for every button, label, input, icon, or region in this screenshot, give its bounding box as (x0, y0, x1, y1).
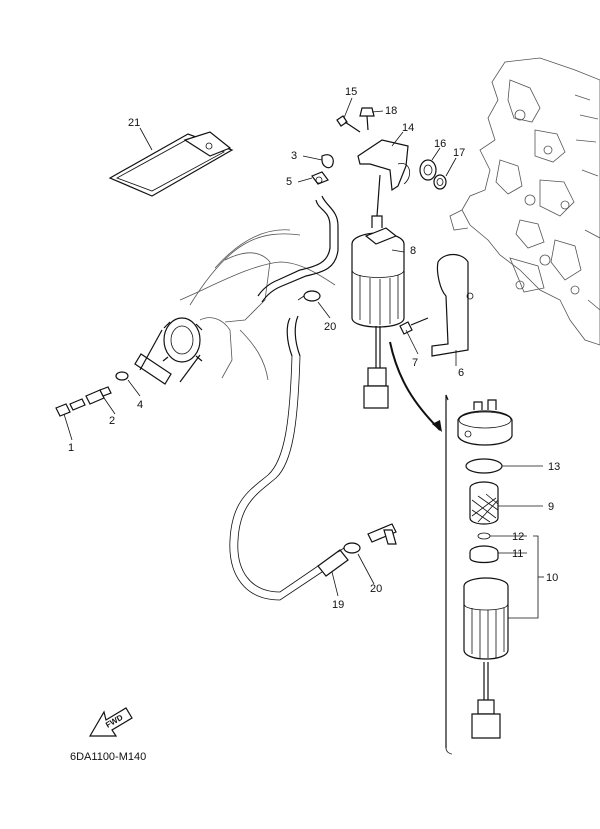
callout-16: 16 (434, 138, 446, 150)
callout-7: 7 (412, 357, 418, 369)
part-20-clamp-lower (337, 542, 361, 554)
callout-19: 19 (332, 599, 344, 611)
callout-20-lower: 20 (370, 583, 382, 595)
callout-4: 4 (137, 399, 143, 411)
part-18-bolt (359, 107, 375, 131)
callout-5: 5 (286, 176, 292, 188)
tee-joint (367, 523, 397, 545)
callout-15: 15 (345, 86, 357, 98)
leader-lines (63, 97, 544, 619)
callout-3: 3 (291, 150, 297, 162)
callout-12: 12 (512, 531, 524, 543)
part-17-collar (433, 174, 447, 190)
callout-9: 9 (548, 501, 554, 513)
part-5-clamp (311, 171, 329, 185)
engine-block-outline (449, 57, 600, 346)
part-21-bag (108, 131, 234, 197)
part-12-ring (477, 532, 491, 540)
callout-labels: 21 15 18 14 16 17 3 5 8 20 7 6 2 4 1 13 … (68, 86, 560, 611)
callout-11: 11 (512, 548, 523, 560)
diagram-code: 6DA1100-M140 (70, 751, 146, 763)
part-16-grommet (419, 159, 437, 181)
part-10-bowl (463, 577, 509, 739)
intake-body-outline (134, 229, 336, 385)
callout-21: 21 (128, 117, 140, 129)
callout-6: 6 (458, 367, 464, 379)
callout-13: 13 (548, 461, 560, 473)
callout-2: 2 (109, 415, 115, 427)
part-7-bolt (399, 317, 429, 335)
part-11-float (469, 545, 499, 564)
callout-8: 8 (410, 245, 416, 257)
callout-14: 14 (402, 122, 414, 134)
parts-1-2-4-fitting (55, 371, 129, 417)
callout-1: 1 (68, 442, 74, 454)
part-14-bracket (357, 139, 411, 192)
part-13-o-ring (465, 458, 503, 474)
callout-20-upper: 20 (324, 321, 336, 333)
part-8-fuel-filter (351, 174, 405, 409)
exploded-filter-cap (457, 399, 513, 446)
part-3-clip (321, 154, 334, 169)
part-6-plate (431, 253, 474, 357)
callout-17: 17 (453, 147, 465, 159)
callout-10: 10 (546, 572, 558, 584)
part-15-bolt (336, 115, 361, 133)
fwd-arrow-icon: FWD (88, 707, 133, 737)
part-20-clamp-upper (297, 290, 321, 302)
part-9-element (469, 481, 499, 525)
fuel-hoses (229, 195, 349, 601)
callout-18: 18 (385, 105, 397, 117)
exploded-view-frame (389, 341, 453, 755)
